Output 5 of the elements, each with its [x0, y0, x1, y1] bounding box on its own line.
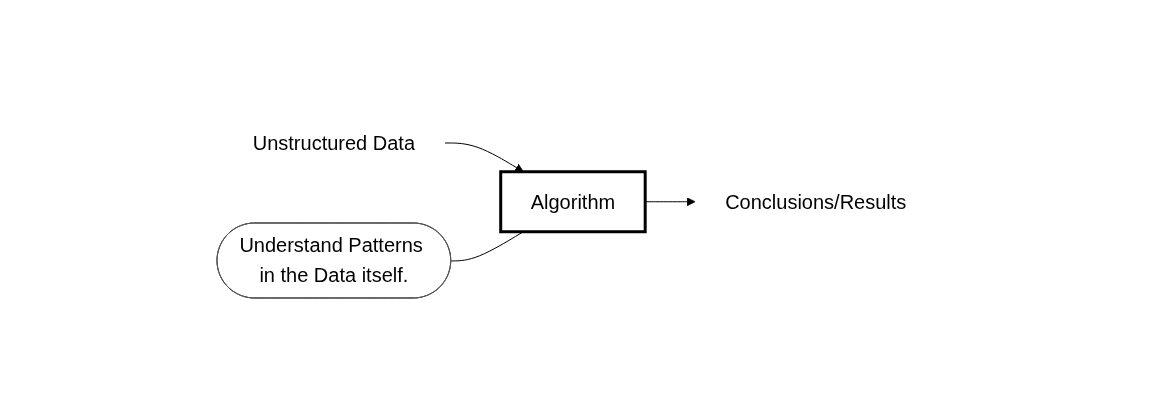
node-box: Algorithm — [499, 169, 647, 233]
arrow — [644, 196, 696, 206]
arrow — [444, 142, 524, 172]
node-text: Unstructured Data — [252, 131, 415, 154]
node-text: Conclusions/Results — [724, 190, 907, 213]
